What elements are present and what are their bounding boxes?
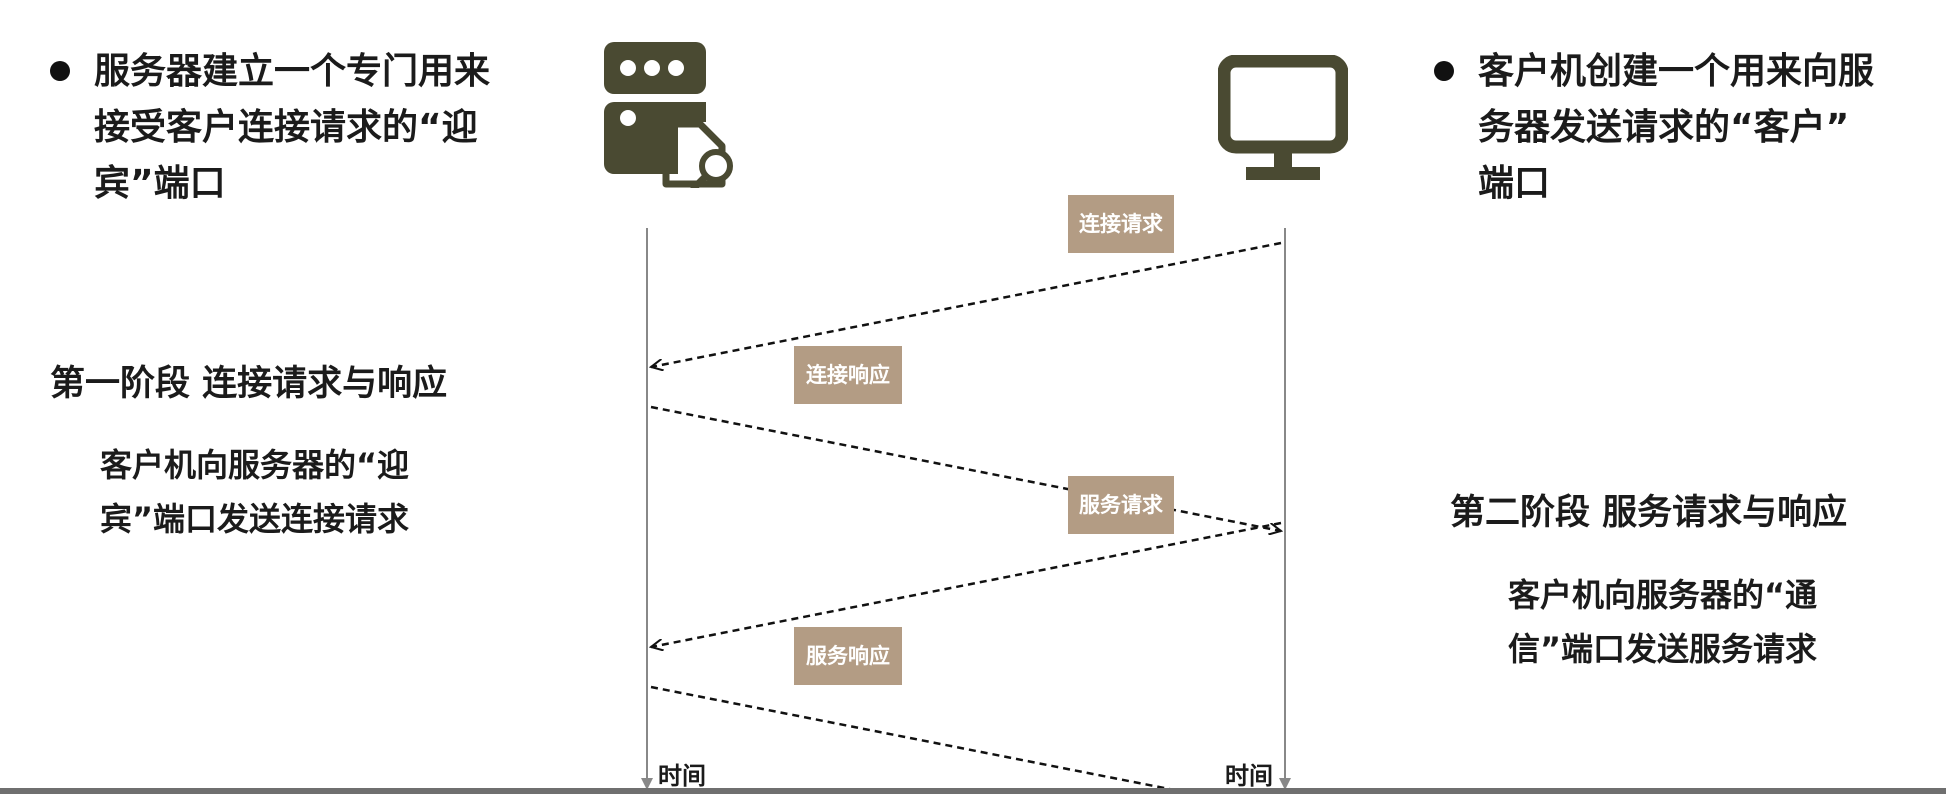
computer-monitor-icon bbox=[1218, 55, 1348, 180]
stage-one-title: 第一阶段 连接请求与响应 bbox=[50, 364, 448, 404]
message-label-service-response: 服务响应 bbox=[794, 627, 902, 685]
message-label-service-request: 服务请求 bbox=[1068, 476, 1174, 534]
client-time-label: 时间 bbox=[1225, 762, 1273, 790]
client-bullet-text: 客户机创建一个用来向服 务器发送请求的“客户” 端口 bbox=[1478, 51, 1875, 204]
message-arrow-4 bbox=[650, 685, 1202, 794]
message-label-connect-request: 连接请求 bbox=[1068, 195, 1174, 253]
bullet-dot bbox=[50, 61, 70, 81]
message-arrow-3 bbox=[651, 521, 1282, 647]
stage-one-description: 客户机向服务器的“迎 宾”端口发送连接请求 bbox=[100, 446, 410, 538]
message-arrow-1 bbox=[651, 241, 1282, 367]
bottom-rule bbox=[0, 788, 1946, 794]
server-time-label: 时间 bbox=[658, 762, 706, 790]
server-bullet: 服务器建立一个专门用来 接受客户连接请求的“迎 宾”端口 bbox=[50, 44, 530, 212]
message-label-connect-response: 连接响应 bbox=[794, 346, 902, 404]
stage-two-description: 客户机向服务器的“通 信”端口发送服务请求 bbox=[1508, 576, 1818, 668]
server-bullet-text: 服务器建立一个专门用来 接受客户连接请求的“迎 宾”端口 bbox=[94, 51, 491, 204]
stage-two-title: 第二阶段 服务请求与响应 bbox=[1450, 493, 1848, 533]
server-document-search-icon bbox=[604, 42, 733, 188]
client-bullet: 客户机创建一个用来向服 务器发送请求的“客户” 端口 bbox=[1434, 44, 1914, 212]
bullet-dot bbox=[1434, 61, 1454, 81]
message-arrow-2 bbox=[650, 405, 1281, 531]
